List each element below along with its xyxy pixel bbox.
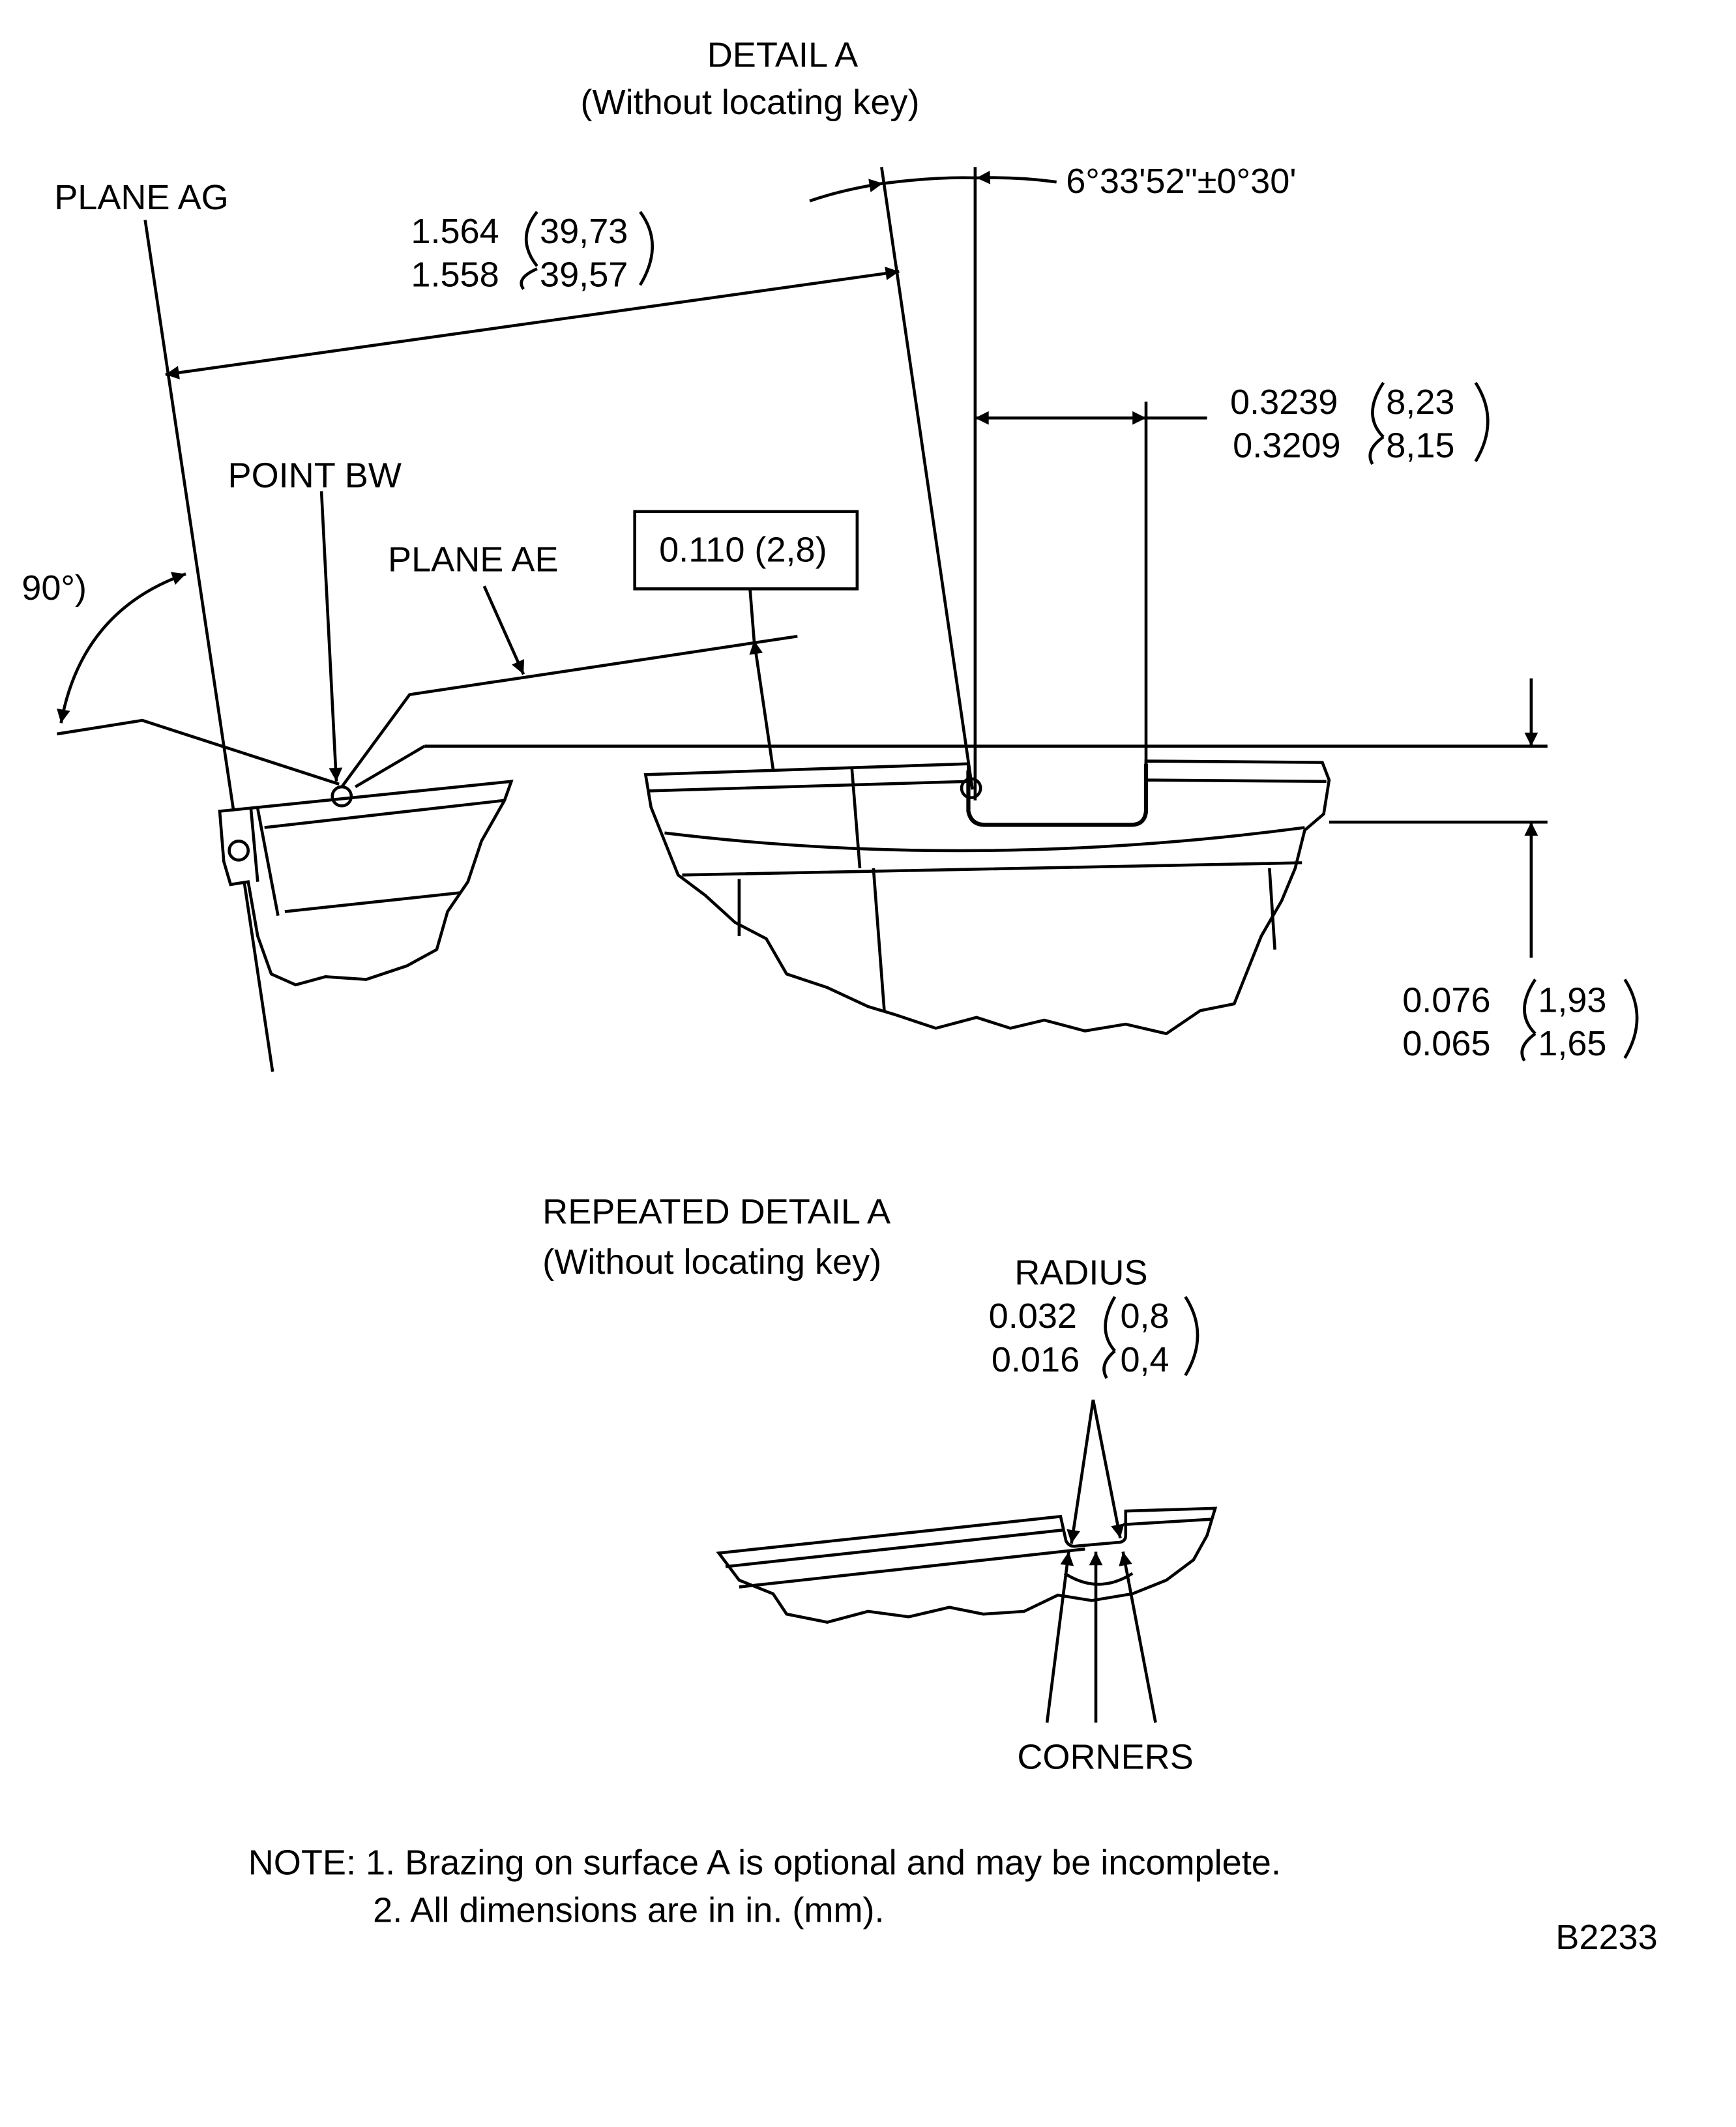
length-in-max: 1.564: [411, 212, 499, 251]
angle-90-label: 90°): [22, 568, 87, 608]
radius-mm-max: 0,8: [1120, 1297, 1169, 1336]
point-bw-arrow: [319, 491, 343, 782]
slot-slanted-line: [880, 166, 974, 790]
angle-arrow-right: [976, 170, 1057, 184]
radius-mm-min: 0,4: [1120, 1340, 1169, 1379]
right-part-section: [643, 759, 1331, 1036]
note-2: 2. All dimensions are in in. (mm).: [373, 1890, 884, 1929]
repeated-detail-subtitle: (Without locating key): [542, 1242, 881, 1282]
corner-arrow-right: [1119, 1551, 1157, 1724]
slot-depth-mm-min: 1,65: [1538, 1024, 1606, 1063]
figure-id: B2233: [1555, 1918, 1657, 1957]
repeated-detail-section: [716, 1506, 1218, 1624]
slot-width-in-min: 0.3209: [1233, 426, 1340, 465]
detail-a-title: DETAIL A: [707, 35, 858, 74]
boxed-dimension: 0.110 (2,8): [659, 531, 827, 570]
slot-depth-mm-max: 1,93: [1538, 980, 1606, 1019]
angle-arrow-left: [809, 179, 883, 203]
radius-label: RADIUS: [1014, 1254, 1147, 1293]
length-dimension: 1.564 1.558 39,73 39,57: [165, 211, 900, 380]
slot-depth-in-min: 0.065: [1402, 1024, 1490, 1063]
length-in-min: 1.558: [411, 255, 499, 294]
radius-arrow-right: [1091, 1400, 1125, 1539]
radius-in-max: 0.032: [989, 1297, 1077, 1336]
angle-dimension: 6°33'52"±0°30': [1066, 162, 1296, 201]
corner-arrow-left: [1045, 1551, 1074, 1723]
boxed-dimension-frame: [633, 510, 859, 591]
slot-depth-in-max: 0.076: [1402, 980, 1490, 1019]
length-mm-max: 39,73: [540, 212, 628, 251]
plane-ag-line: [143, 220, 274, 1072]
slot-width-mm-max: 8,23: [1386, 383, 1454, 422]
left-part-section: [218, 780, 514, 987]
plane-ag-label: PLANE AG: [54, 178, 229, 217]
point-bw-label: POINT BW: [228, 456, 402, 495]
slot-width-in-max: 0.3239: [1230, 383, 1338, 422]
detail-a-subtitle: (Without locating key): [581, 83, 920, 122]
corners-label: CORNERS: [1017, 1737, 1193, 1776]
radius-arrow-left: [1067, 1400, 1095, 1544]
plane-ae-line: [340, 634, 798, 788]
angle-90-arc: [57, 572, 186, 724]
length-dim-line: [165, 267, 900, 380]
length-mm-min: 39,57: [540, 255, 628, 294]
repeated-detail-title: REPEATED DETAIL A: [542, 1192, 890, 1231]
radius-in-min: 0.016: [992, 1340, 1080, 1379]
plane-ae-label: PLANE AE: [388, 540, 559, 579]
slot-width-mm-min: 8,15: [1386, 426, 1454, 465]
plane-ae-arrow: [482, 585, 525, 675]
note-1: NOTE: 1. Brazing on surface A is optiona…: [248, 1843, 1281, 1883]
